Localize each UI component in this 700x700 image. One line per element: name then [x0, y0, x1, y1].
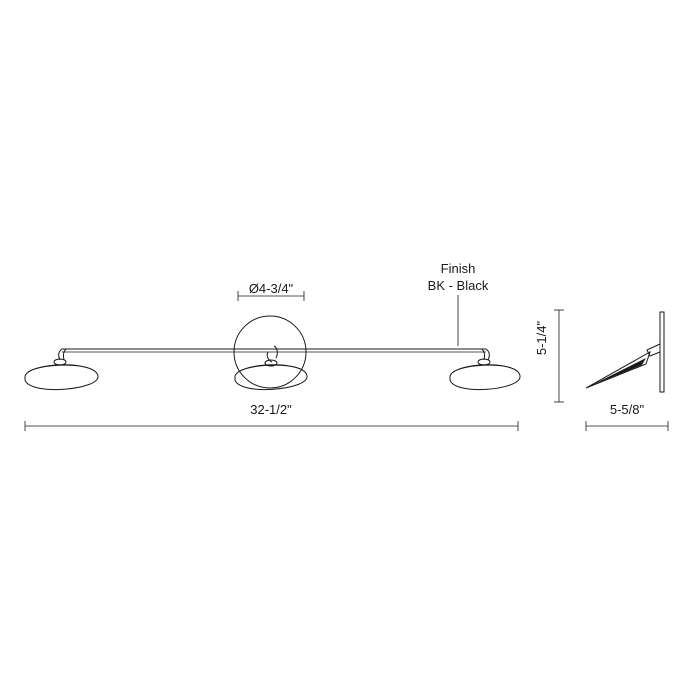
depth-dimension — [585, 421, 669, 431]
finish-value: BK - Black — [428, 278, 489, 293]
backplate-diameter-label: Ø4-3/4" — [249, 281, 294, 296]
diameter-dimension — [237, 291, 305, 301]
right-shade — [449, 348, 521, 391]
side-shade — [585, 350, 651, 389]
height-label: 5-1/4" — [534, 320, 549, 355]
overall-width-label: 32-1/2" — [250, 402, 292, 417]
center-shade — [234, 345, 308, 390]
overall-width-dimension — [24, 421, 519, 431]
side-wall-plate — [659, 311, 665, 393]
height-dimension — [554, 309, 564, 403]
left-shade — [24, 348, 99, 390]
depth-label: 5-5/8" — [610, 402, 645, 417]
front-view — [24, 295, 521, 391]
side-view — [585, 311, 665, 393]
finish-label: Finish — [441, 261, 476, 276]
